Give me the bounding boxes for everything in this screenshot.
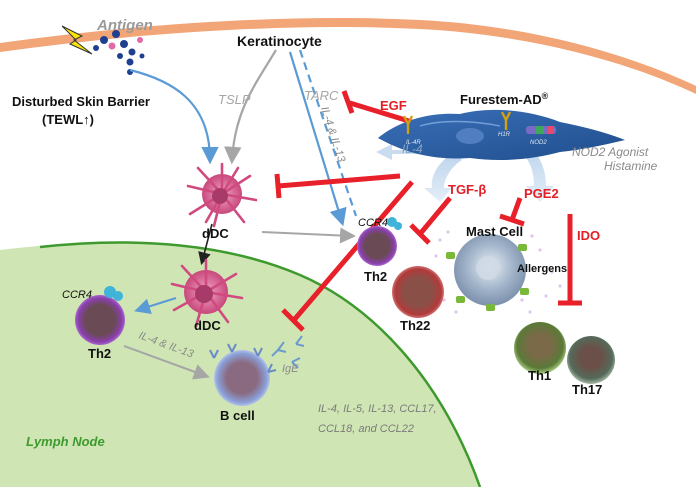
keratinocyte-label: Keratinocyte	[237, 33, 322, 49]
th17-label: Th17	[572, 382, 602, 397]
il4r-label: IL-4R	[406, 140, 421, 146]
th22-cell	[392, 266, 444, 318]
msc-signal-left	[424, 152, 462, 202]
egf-label: EGF	[380, 98, 407, 113]
nod2-agonist-label: NOD2 Agonist	[572, 145, 649, 159]
pge2-label: PGE2	[524, 186, 559, 201]
ddc-lower-cell	[170, 258, 244, 328]
tarc-line-dashed	[298, 49, 358, 217]
msc-signal-right	[520, 146, 554, 202]
nod2-label: NOD2	[530, 140, 547, 146]
ige-label: IgE	[282, 363, 299, 375]
b-cell-label: B cell	[220, 408, 255, 423]
th17-cell	[567, 336, 615, 384]
lymph-node-edge	[39, 241, 482, 487]
receptor-icons	[402, 111, 556, 134]
ddc-lower-label: dDC	[194, 318, 221, 333]
ige-antibodies	[271, 335, 305, 369]
cytokines-line1: IL-4, IL-5, IL-13, CCL17,	[318, 403, 437, 415]
skin-layer	[0, 18, 696, 94]
inhibition-bcell	[281, 180, 414, 332]
ddc-upper-label: dDC	[202, 226, 229, 241]
antigen-to-ddc-arrow	[129, 68, 219, 165]
lymph-node-label: Lymph Node	[26, 434, 105, 449]
inhibition-egf	[341, 90, 413, 125]
ddc-to-th2-arrow	[261, 227, 356, 244]
skin-barrier-label: Disturbed Skin Barrier	[12, 94, 150, 109]
ddc-upper-cell	[186, 162, 258, 228]
h1r-label: H1R	[498, 132, 511, 138]
ccr4-upper-label: CCR4	[358, 217, 388, 229]
allergens-label: Allergens	[517, 263, 567, 275]
msc-il4-arrow	[376, 144, 430, 160]
th1-cell	[514, 322, 566, 374]
stem-cell	[378, 109, 625, 160]
tslp-label: TSLP	[218, 92, 251, 107]
inhibition-ddc	[274, 173, 401, 199]
antigen-particles	[93, 30, 145, 75]
tarc-line-solid	[288, 51, 347, 227]
inhibition-th2	[409, 196, 452, 245]
ddc-to-th2-lower-arrow	[134, 297, 177, 315]
mast-cell-label: Mast Cell	[466, 224, 523, 239]
th2-lower-label: Th2	[88, 346, 111, 361]
th2-upper-cell	[357, 217, 402, 266]
tewl-label: (TEWL↑)	[42, 112, 94, 127]
th2-upper-label: Th2	[364, 269, 387, 284]
il4-label: IL-4	[402, 142, 423, 156]
th2-lower-cell	[75, 286, 125, 345]
ido-label: IDO	[577, 228, 600, 243]
tslp-arrow	[224, 49, 277, 165]
tgf-beta-label: TGF-β	[448, 182, 486, 197]
histamine-label: Histamine	[604, 159, 658, 173]
th22-label: Th22	[400, 318, 430, 333]
antigen-label: Antigen	[96, 17, 153, 34]
inhibition-mast-cell	[499, 197, 525, 227]
furestem-label: Furestem-AD®	[460, 91, 549, 107]
ddc-migration-arrow	[198, 223, 213, 266]
mast-cell	[434, 230, 562, 314]
inhibition-th1-th17	[558, 214, 582, 306]
th2-to-bcell-arrow	[123, 345, 210, 380]
tarc-label: TARC	[304, 88, 339, 103]
cytokines-line2: CCL18, and CCL22	[318, 423, 414, 435]
ccr4-lower-label: CCR4	[62, 289, 92, 301]
lightning-icon	[61, 25, 93, 55]
th1-label: Th1	[528, 368, 551, 383]
b-cell	[209, 343, 277, 406]
